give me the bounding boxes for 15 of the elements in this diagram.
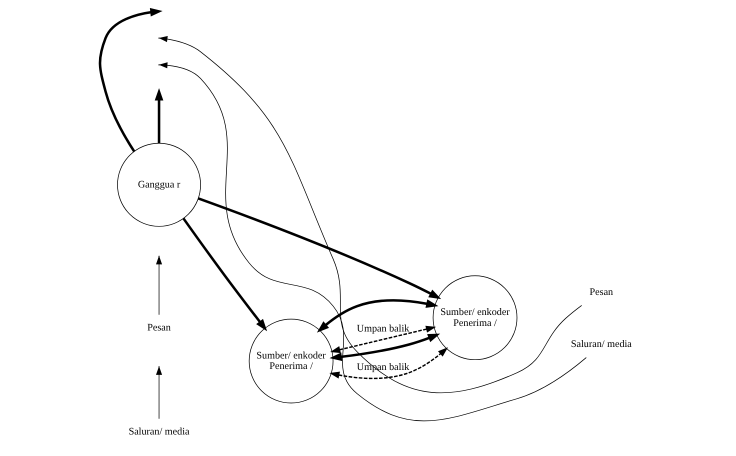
arrow xyxy=(330,326,436,354)
arrow xyxy=(329,334,440,362)
arrow xyxy=(328,347,448,380)
arrow xyxy=(197,197,441,300)
arrow xyxy=(316,299,438,333)
arrow xyxy=(182,218,267,332)
edge-label: Umpan balik xyxy=(356,324,409,335)
arrow xyxy=(154,88,163,144)
node-circle: Sumber/ enkoder Penerima / xyxy=(432,275,517,360)
node-text: Saluran/ media xyxy=(128,426,190,438)
node-text: Pesan xyxy=(146,322,170,334)
node-text: Saluran/ media xyxy=(570,339,632,350)
arrow xyxy=(98,8,162,152)
node-text: Pesan xyxy=(589,287,613,298)
node-circle: Ganggua r xyxy=(116,142,200,227)
